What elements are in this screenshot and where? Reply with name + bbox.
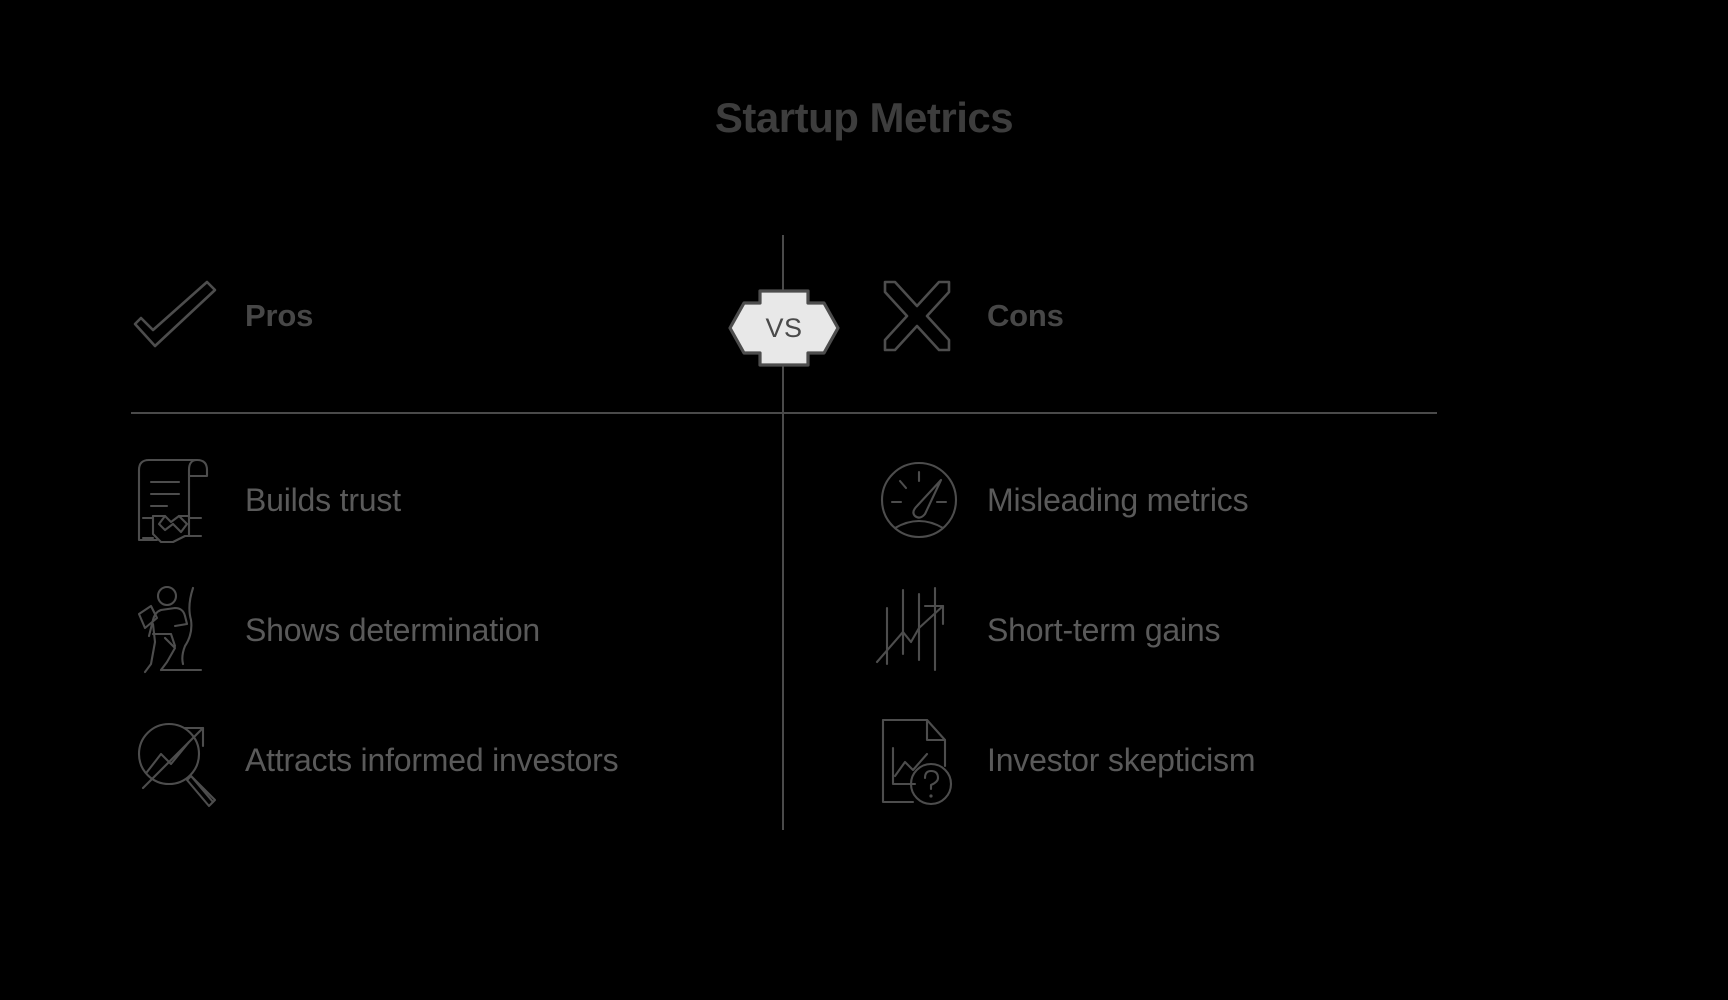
pros-header[interactable]: Pros (131, 278, 313, 354)
speedometer-icon (873, 450, 965, 550)
list-item-label: Misleading metrics (987, 481, 1249, 518)
vs-badge-label: VS (765, 312, 803, 343)
list-item[interactable]: Short-term gains (873, 578, 1221, 682)
contract-handshake-icon (131, 450, 223, 550)
cons-header-label: Cons (987, 298, 1064, 333)
list-item[interactable]: Attracts informed investors (131, 708, 619, 812)
cons-header[interactable]: Cons (873, 278, 1064, 354)
list-item[interactable]: Builds trust (131, 448, 401, 552)
list-item-label: Shows determination (245, 611, 541, 648)
vertical-divider (782, 235, 784, 830)
list-item[interactable]: Investor skepticism (873, 708, 1255, 812)
list-item-label: Short-term gains (987, 611, 1221, 648)
page-title: Startup Metrics (714, 94, 1014, 141)
list-item-label: Attracts informed investors (245, 741, 619, 778)
list-item[interactable]: Misleading metrics (873, 448, 1249, 552)
list-item-label: Investor skepticism (987, 741, 1256, 778)
list-item[interactable]: Shows determination (131, 578, 540, 682)
cross-icon (873, 278, 961, 354)
document-question-icon (873, 710, 965, 810)
magnifier-trend-icon (131, 710, 223, 810)
check-icon (131, 278, 219, 354)
horizontal-divider (131, 412, 1437, 414)
person-climbing-icon (131, 580, 223, 680)
vs-badge (728, 283, 840, 373)
pros-header-label: Pros (245, 298, 314, 333)
candlestick-arrow-icon (873, 580, 965, 680)
list-item-label: Builds trust (245, 481, 401, 518)
